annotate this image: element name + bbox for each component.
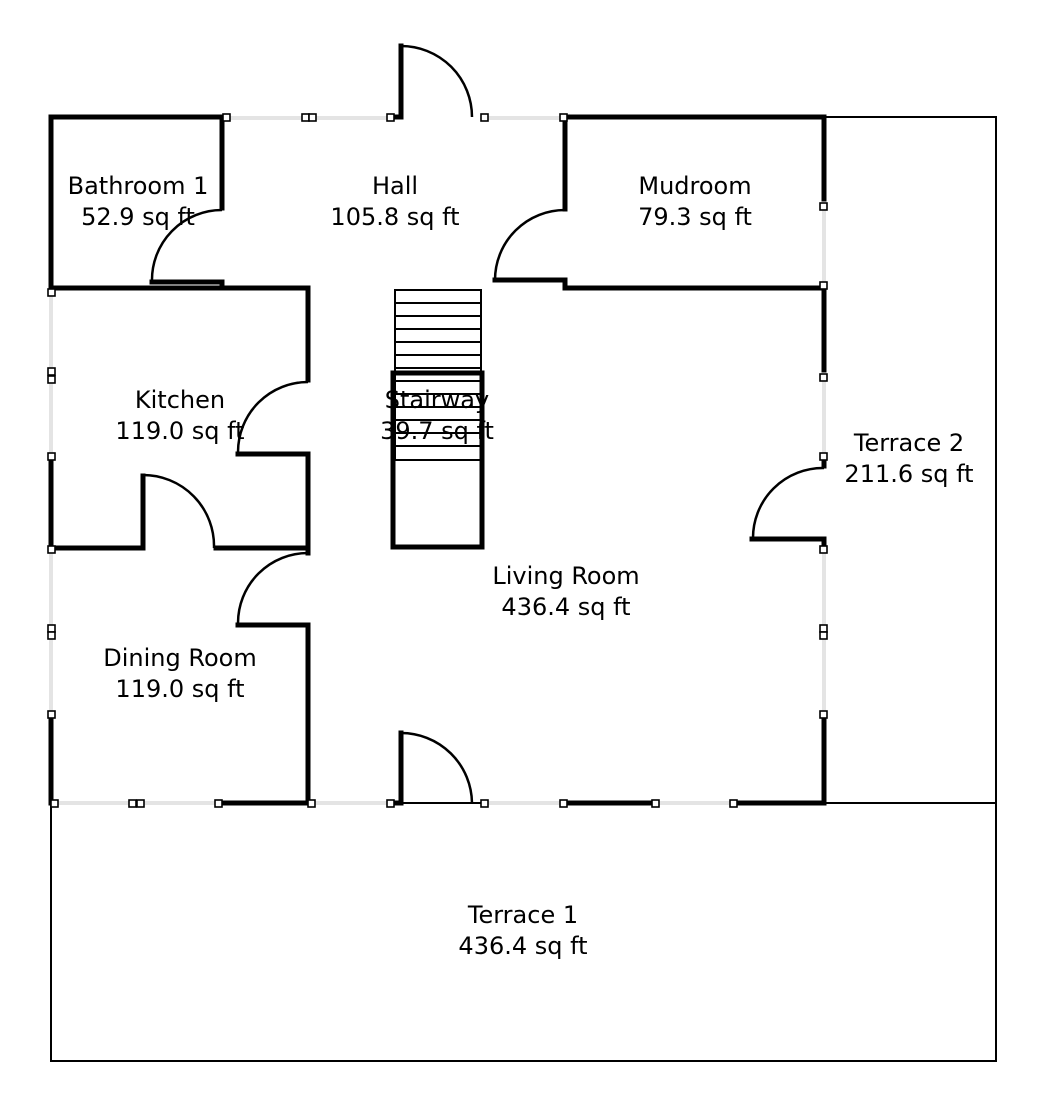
mudroom-door xyxy=(493,208,566,281)
terrace-2-outline xyxy=(824,116,997,803)
room-name-stairway: Stairway xyxy=(385,386,489,414)
room-area-living-room: 436.4 sq ft xyxy=(501,593,630,621)
kitchen-dining-door xyxy=(142,473,216,549)
windows xyxy=(49,116,826,805)
room-name-living-room: Living Room xyxy=(492,562,639,590)
room-name-hall: Hall xyxy=(372,172,418,200)
room-area-bathroom-1: 52.9 sq ft xyxy=(81,203,195,231)
opening-markers xyxy=(47,113,828,808)
room-name-terrace-1: Terrace 1 xyxy=(467,901,578,929)
room-name-dining-room: Dining Room xyxy=(103,644,256,672)
room-name-kitchen: Kitchen xyxy=(135,386,225,414)
room-area-kitchen: 119.0 sq ft xyxy=(115,417,244,445)
stairway-drawing xyxy=(390,289,485,550)
hall-entry-door xyxy=(400,44,474,118)
room-area-mudroom: 79.3 sq ft xyxy=(638,203,752,231)
room-name-mudroom: Mudroom xyxy=(638,172,751,200)
terrace-1-door xyxy=(400,731,474,804)
room-name-bathroom-1: Bathroom 1 xyxy=(68,172,209,200)
kitchen-door xyxy=(236,380,309,453)
room-area-terrace-2: 211.6 sq ft xyxy=(844,460,973,488)
terrace-2-door xyxy=(751,466,825,540)
room-area-stairway: 39.7 sq ft xyxy=(380,417,494,445)
room-area-terrace-1: 436.4 sq ft xyxy=(458,932,587,960)
bathroom-door xyxy=(150,208,223,283)
room-name-terrace-2: Terrace 2 xyxy=(853,429,964,457)
room-area-dining-room: 119.0 sq ft xyxy=(115,675,244,703)
door-swings xyxy=(142,44,825,804)
room-area-hall: 105.8 sq ft xyxy=(330,203,459,231)
room-labels: Bathroom 1 52.9 sq ft Hall 105.8 sq ft M… xyxy=(68,172,974,960)
dining-door xyxy=(236,551,309,624)
